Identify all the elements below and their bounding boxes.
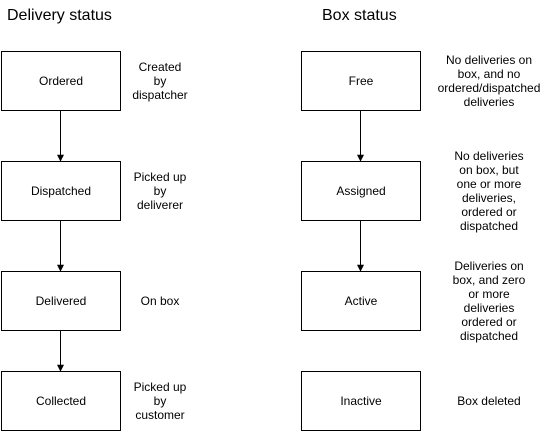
note-line: No deliveries [454,149,524,163]
note-line: one or more [456,177,522,191]
note-line: box, and no [457,67,521,81]
note-line: On box [140,294,180,308]
state-label: Delivered [35,294,87,308]
state-label: Free [348,74,374,88]
note-line: on box, but [459,163,519,177]
note-line: ordered/dispatched [437,81,541,95]
note-line: No deliveries on [445,53,533,67]
box-state-inactive: Inactive [301,371,421,431]
note-line: by [153,184,167,198]
note-line: or more [468,287,510,301]
note-line: by [153,394,167,408]
delivery-state-delivered: Delivered [1,271,121,331]
note-line: deliverer [136,198,184,212]
state-label: Active [344,294,378,308]
note-line: deliveries [463,301,515,315]
note-line: Deliveries on [454,259,524,273]
box-state-assigned: Assigned [301,161,421,221]
state-label: Assigned [336,184,386,198]
note-line: customer [135,408,185,422]
delivery-note-delivered: On box [100,294,220,308]
note-line: Picked up [133,170,187,184]
note-line: Created [138,60,182,74]
note-line: Box deleted [457,394,521,408]
box-note-inactive: Box deleted [429,394,542,408]
box-status-title: Box status [322,7,397,24]
box-state-free: Free [301,51,421,111]
note-line: dispatched [459,329,519,343]
delivery-state-collected: Collected [1,371,121,431]
note-line: Picked up [133,380,187,394]
note-line: deliveries, [461,191,517,205]
state-label: Collected [35,394,87,408]
note-line: ordered or [461,315,517,329]
note-line: ordered or [461,205,517,219]
state-label: Dispatched [30,184,92,198]
delivery-state-dispatched: Dispatched [1,161,121,221]
note-line: by [153,74,167,88]
note-line: dispatcher [132,88,188,102]
delivery-status-title: Delivery status [7,7,112,24]
box-state-active: Active [301,271,421,331]
state-label: Inactive [340,394,382,408]
delivery-state-ordered: Ordered [1,51,121,111]
note-line: box, and zero [452,273,526,287]
note-line: deliveries [463,95,515,109]
state-label: Ordered [38,74,84,88]
note-line: dispatched [459,219,519,233]
